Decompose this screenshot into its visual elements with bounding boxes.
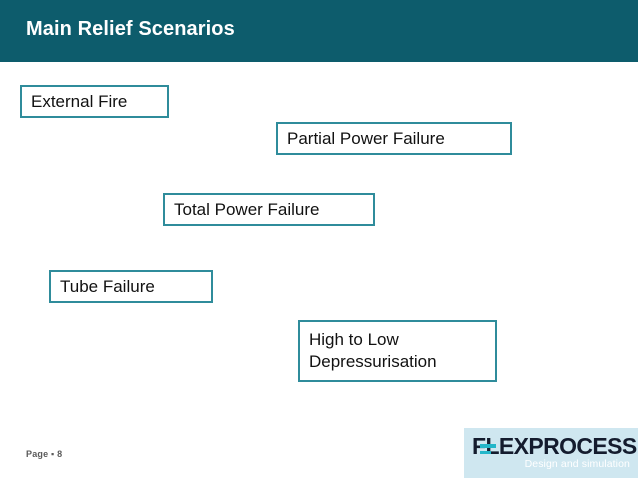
scenario-box-tube-failure[interactable]: Tube Failure <box>49 270 213 303</box>
scenario-label: Partial Power Failure <box>287 128 445 148</box>
scenario-box-partial-power-failure[interactable]: Partial Power Failure <box>276 122 512 155</box>
scenario-box-high-to-low-depressurisation[interactable]: High to Low Depressurisation <box>298 320 497 382</box>
logo-tagline: Design and simulation <box>524 458 630 470</box>
flexprocess-logo: FLEXPROCESS Design and simulation <box>464 428 638 478</box>
scenario-box-total-power-failure[interactable]: Total Power Failure <box>163 193 375 226</box>
scenario-box-external-fire[interactable]: External Fire <box>20 85 169 118</box>
logo-accent-bar-icon <box>480 444 496 448</box>
scenario-label: High to Low Depressurisation <box>309 330 437 371</box>
scenario-label: Tube Failure <box>60 276 155 296</box>
logo-accent-bar-secondary-icon <box>480 451 491 454</box>
page-title: Main Relief Scenarios <box>26 18 235 40</box>
scenario-label: External Fire <box>31 91 128 111</box>
logo-wordmark: FLEXPROCESS <box>472 433 637 459</box>
slide-header-bar: Main Relief Scenarios <box>0 0 638 62</box>
page-number: Page ▪ 8 <box>26 449 63 459</box>
scenario-label: Total Power Failure <box>174 199 320 219</box>
